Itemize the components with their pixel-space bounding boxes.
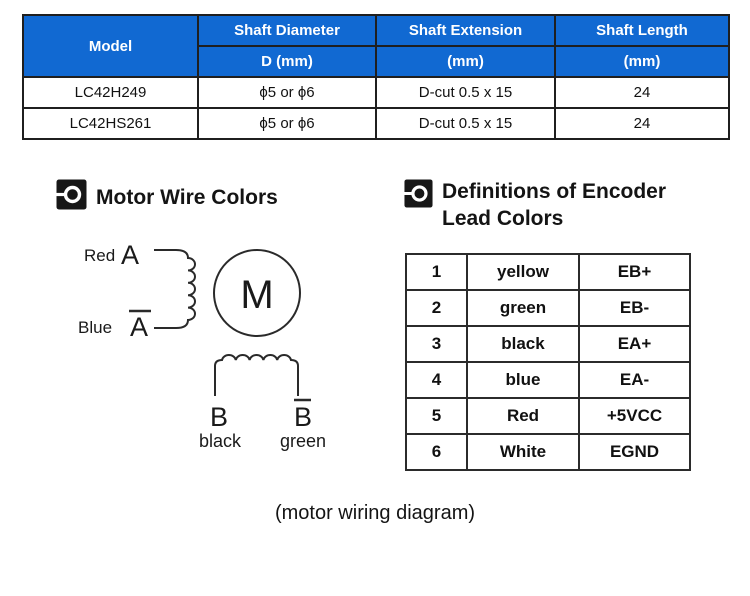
spec-cell-model: LC42H249 bbox=[22, 76, 199, 109]
phase-a-pos-terminal-label: A bbox=[121, 240, 139, 270]
spec-row-lc42h249: LC42H249 ϕ5 or ϕ6 D-cut 0.5 x 15 24 bbox=[22, 76, 730, 109]
section-title-line2: Lead Colors bbox=[442, 207, 564, 230]
encoder-lead-colors-heading: Definitions of Encoder Lead Colors bbox=[404, 178, 666, 232]
encoder-wire-color: Red bbox=[466, 397, 580, 435]
phase-b-pos-color-label: black bbox=[199, 431, 242, 451]
motor-wire-colors-heading: Motor Wire Colors bbox=[56, 178, 278, 217]
spec-cell-model: LC42HS261 bbox=[22, 107, 199, 140]
spec-row-lc42hs261: LC42HS261 ϕ5 or ϕ6 D-cut 0.5 x 15 24 bbox=[22, 107, 730, 140]
encoder-wire-color: White bbox=[466, 433, 580, 471]
encoder-pin: 3 bbox=[405, 325, 468, 363]
encoder-pin: 5 bbox=[405, 397, 468, 435]
section-title: Motor Wire Colors bbox=[96, 186, 278, 209]
spec-unit-shaft-extension: (mm) bbox=[375, 45, 556, 78]
phase-a-pos-color-label: Red bbox=[84, 246, 115, 265]
shaft-spec-table: Model Shaft Diameter Shaft Extension Sha… bbox=[22, 14, 730, 140]
spec-cell-shaft-extension: D-cut 0.5 x 15 bbox=[375, 107, 556, 140]
encoder-row: 6 White EGND bbox=[405, 433, 691, 471]
encoder-signal: EA+ bbox=[578, 325, 691, 363]
spec-unit-shaft-length: (mm) bbox=[554, 45, 730, 78]
spec-header-row-2: D (mm) (mm) (mm) bbox=[23, 45, 730, 78]
encoder-signal: EA- bbox=[578, 361, 691, 399]
spec-cell-shaft-length: 24 bbox=[554, 76, 730, 109]
phase-a-neg-color-label: Blue bbox=[78, 318, 112, 337]
spec-header-row-1: Model Shaft Diameter Shaft Extension Sha… bbox=[22, 14, 730, 78]
spec-cell-shaft-diameter: ϕ5 or ϕ6 bbox=[197, 107, 377, 140]
encoder-row: 2 green EB- bbox=[405, 289, 691, 327]
encoder-wire-color: blue bbox=[466, 361, 580, 399]
figure-caption: (motor wiring diagram) bbox=[274, 502, 476, 524]
encoder-pin: 4 bbox=[405, 361, 468, 399]
encoder-pin: 2 bbox=[405, 289, 468, 327]
encoder-row: 1 yellow EB+ bbox=[405, 253, 691, 291]
target-bullet-icon bbox=[56, 179, 87, 217]
encoder-signal: EGND bbox=[578, 433, 691, 471]
phase-b-neg-color-label: green bbox=[280, 431, 326, 451]
encoder-signal: EB- bbox=[578, 289, 691, 327]
spec-header-shaft-length: Shaft Length bbox=[554, 14, 730, 47]
spec-header-shaft-extension: Shaft Extension bbox=[375, 14, 556, 47]
encoder-row: 3 black EA+ bbox=[405, 325, 691, 363]
encoder-row: 4 blue EA- bbox=[405, 361, 691, 399]
target-bullet-icon bbox=[404, 179, 433, 215]
encoder-row: 5 Red +5VCC bbox=[405, 397, 691, 435]
phase-b-pos-terminal-label: B bbox=[210, 402, 228, 432]
spec-cell-shaft-extension: D-cut 0.5 x 15 bbox=[375, 76, 556, 109]
encoder-wire-color: black bbox=[466, 325, 580, 363]
spec-unit-shaft-diameter: D (mm) bbox=[197, 45, 377, 78]
phase-a-winding bbox=[154, 249, 196, 329]
motor-wiring-diagram: Red A Blue A M B B black green bbox=[78, 240, 326, 451]
encoder-signal: EB+ bbox=[578, 253, 691, 291]
spec-header-model: Model bbox=[22, 14, 199, 78]
encoder-pin: 6 bbox=[405, 433, 468, 471]
encoder-pin: 1 bbox=[405, 253, 468, 291]
spec-cell-shaft-diameter: ϕ5 or ϕ6 bbox=[197, 76, 377, 109]
spec-cell-shaft-length: 24 bbox=[554, 107, 730, 140]
phase-a-neg-terminal-label: A bbox=[130, 312, 148, 342]
encoder-signal: +5VCC bbox=[578, 397, 691, 435]
section-title-line1: Definitions of Encoder bbox=[442, 180, 667, 203]
section-title: Definitions of Encoder Lead Colors bbox=[442, 178, 666, 232]
motor-circle bbox=[213, 249, 301, 337]
spec-header-shaft-diameter: Shaft Diameter bbox=[197, 14, 377, 47]
encoder-wire-color: yellow bbox=[466, 253, 580, 291]
encoder-lead-table: 1 yellow EB+ 2 green EB- 3 black EA+ 4 b… bbox=[405, 253, 691, 471]
motor-letter: M bbox=[240, 273, 273, 317]
phase-b-winding bbox=[214, 354, 299, 396]
encoder-wire-color: green bbox=[466, 289, 580, 327]
phase-b-neg-terminal-label: B bbox=[294, 402, 312, 432]
